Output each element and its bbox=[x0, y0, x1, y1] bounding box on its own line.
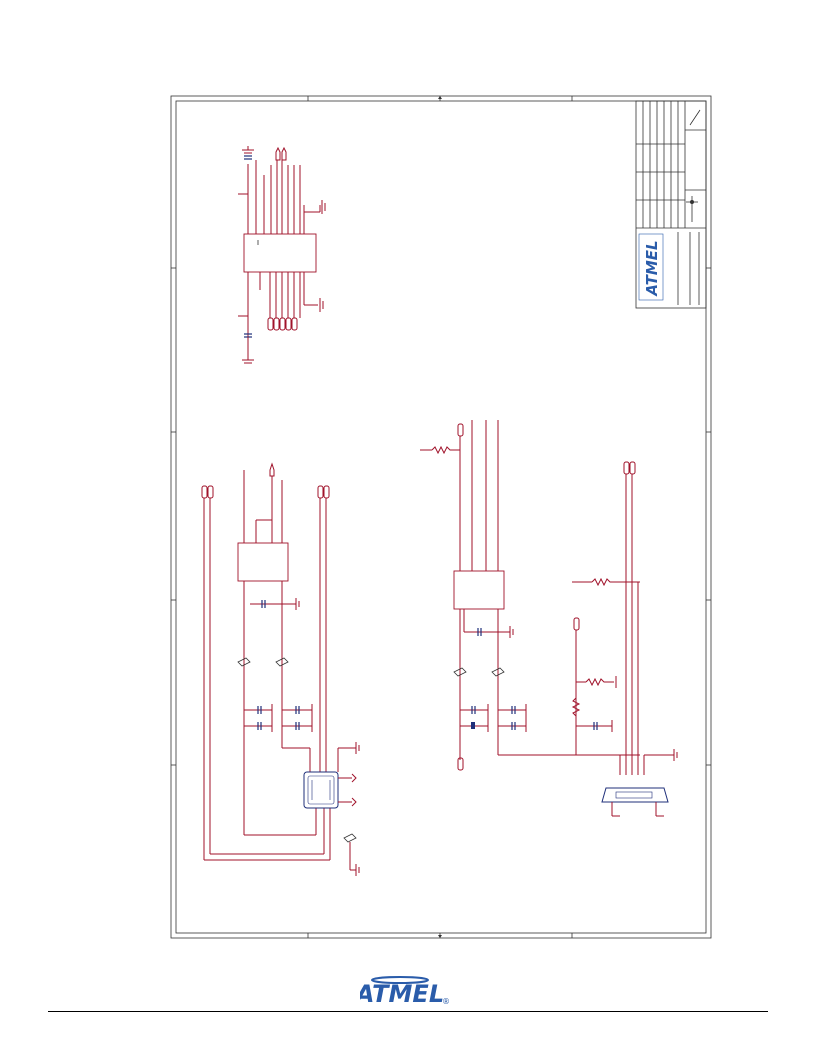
ic-top bbox=[238, 146, 326, 364]
ic-right bbox=[420, 420, 640, 771]
footer-logo-mark: ® bbox=[442, 997, 450, 1006]
usb-connector-left bbox=[303, 742, 360, 876]
ic-left bbox=[237, 462, 313, 835]
footer-rule bbox=[48, 1011, 768, 1012]
title-block-logo-text: ATMEL bbox=[643, 240, 661, 296]
sheet-frame bbox=[170, 95, 712, 939]
footer-logo: ATMEL ® bbox=[354, 970, 450, 1010]
footer-logo-text: ATMEL bbox=[360, 980, 444, 1008]
connector-right bbox=[571, 461, 678, 817]
left-bus-wires bbox=[201, 485, 331, 861]
title-block: ATMEL bbox=[635, 100, 707, 309]
